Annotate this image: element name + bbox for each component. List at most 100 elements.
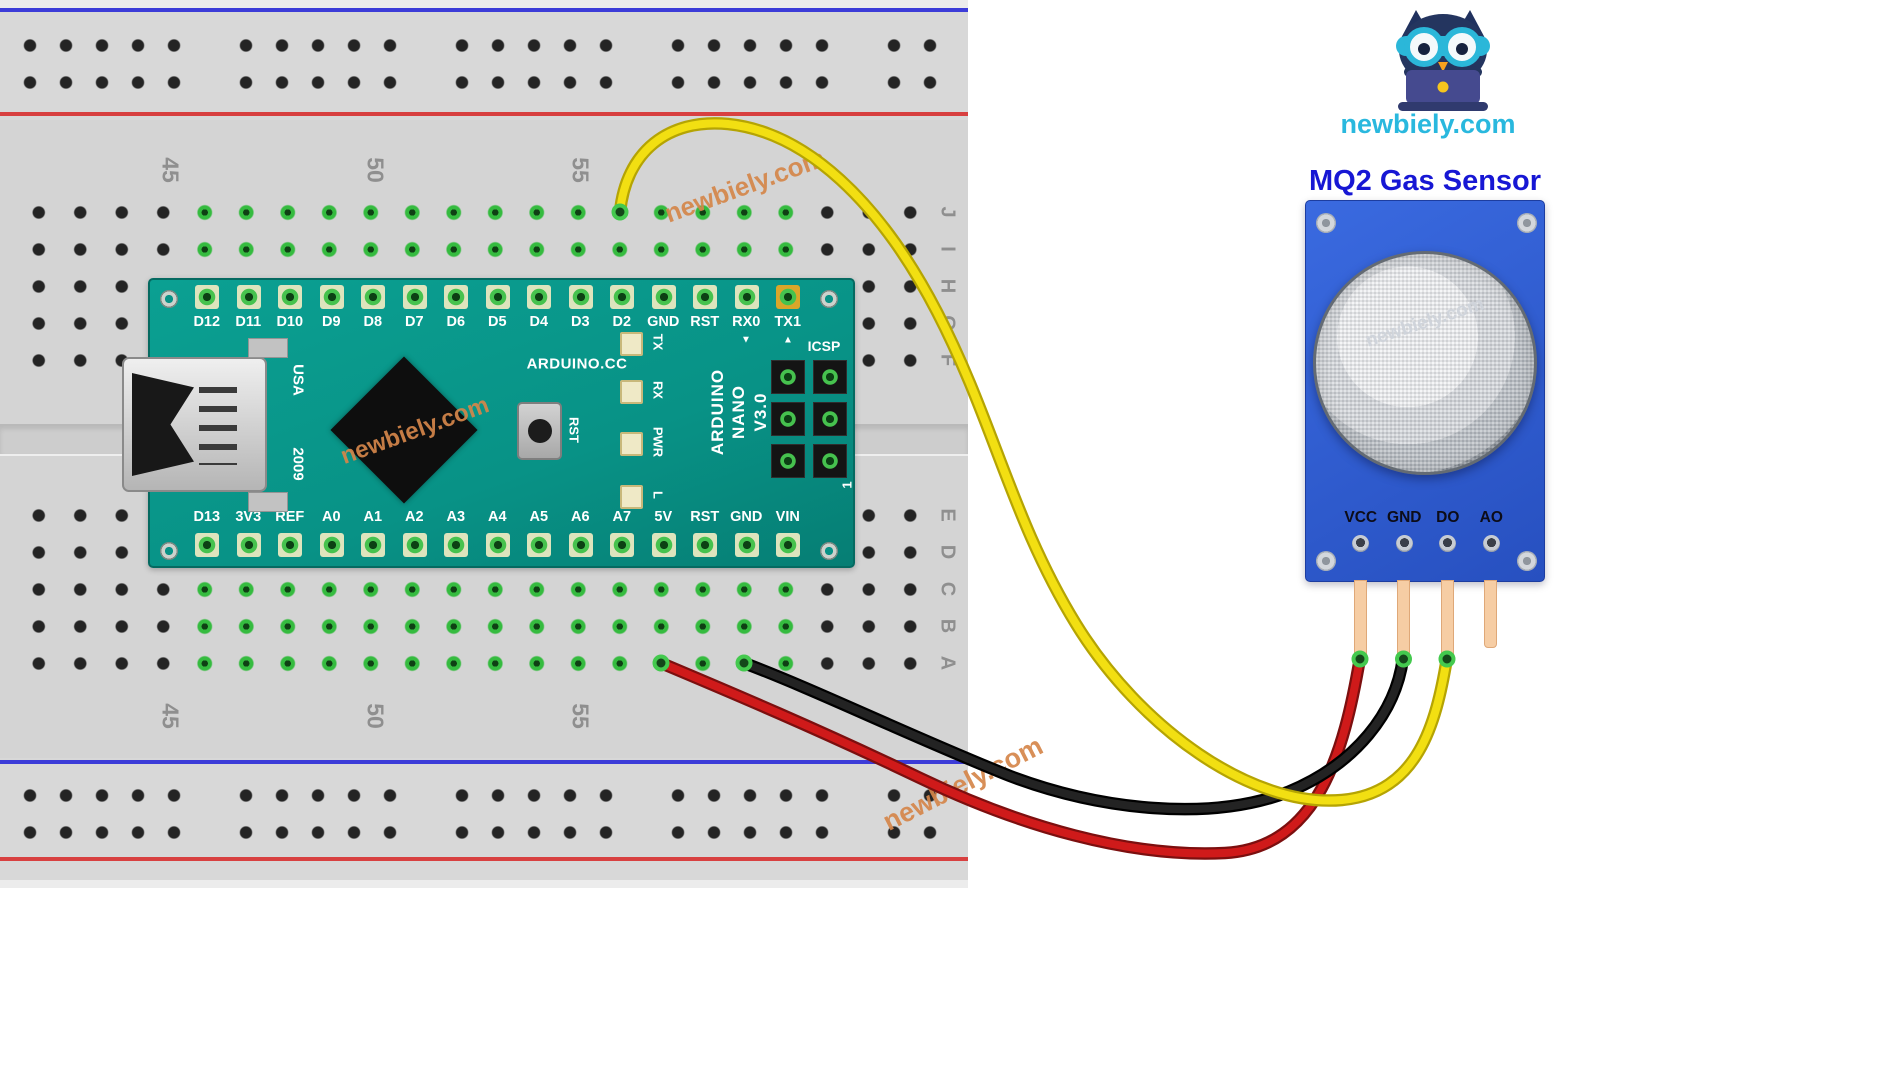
icsp-header <box>771 360 847 478</box>
icsp-pin <box>771 444 805 478</box>
sensor-pin-label: DO <box>1436 509 1460 526</box>
arduino-pin-label: D11 <box>235 314 262 330</box>
newbiely-logo-text: newbiely.com <box>1340 109 1516 139</box>
pin-pad <box>776 533 800 557</box>
pin-pad <box>693 285 717 309</box>
sensor-leg-ao <box>1484 580 1497 648</box>
pin-pad <box>195 285 219 309</box>
pin-pad <box>485 533 510 557</box>
row-letter-label: H <box>936 278 959 294</box>
arduino-cc-label: ARDUINO.CC <box>526 355 628 373</box>
mount-hole <box>160 290 178 308</box>
column-number-label: 50 <box>362 157 389 183</box>
sensor-pin-label: VCC <box>1344 509 1378 526</box>
arduino-pin-label: D12 <box>193 314 221 330</box>
arduino-pin-label: D2 <box>612 314 632 330</box>
arduino-pin-label: GND <box>730 509 763 525</box>
row-letter-label: F <box>936 353 959 367</box>
sensor-title: MQ2 Gas Sensor <box>1308 165 1542 197</box>
reset-button <box>517 402 562 460</box>
model-line: V3.0 <box>750 392 770 432</box>
arduino-pin-label: VIN <box>775 509 800 525</box>
sensor-mount-hole <box>1316 213 1336 233</box>
row-letter-label: D <box>936 544 959 560</box>
column-number-label: 45 <box>157 157 184 183</box>
pin-pad <box>402 285 427 309</box>
arduino-pin-label: TX1 <box>774 314 802 330</box>
sensor-pin-label: AO <box>1479 509 1503 526</box>
pin-pad <box>568 533 593 557</box>
arduino-pin-label: 5V <box>654 509 673 525</box>
column-number-label: 55 <box>567 703 594 729</box>
arduino-pin-label: A2 <box>404 509 424 525</box>
icsp-pin <box>813 444 847 478</box>
arduino-pin-label: REF <box>275 509 305 525</box>
arduino-pin-label: D5 <box>487 314 507 330</box>
arduino-pin-label: D7 <box>404 314 424 330</box>
sensor-pin-label: GND <box>1387 509 1422 526</box>
usb-shield-tab <box>248 492 288 512</box>
sensor-pin-hole <box>1383 535 1427 552</box>
bottom-power-rail-holes <box>12 776 956 851</box>
l-led <box>620 485 643 509</box>
tx-direction-marker: ▲ <box>783 334 793 346</box>
top-power-rail-holes <box>12 26 956 101</box>
arduino-pin-label: D6 <box>446 314 466 330</box>
pin-pad <box>485 285 510 309</box>
sensor-mount-hole <box>1316 551 1336 571</box>
sensor-leg-do <box>1440 580 1454 660</box>
pin-pad <box>444 533 468 557</box>
row-letter-label: G <box>936 315 959 331</box>
pin-pad <box>195 533 219 557</box>
pin-pad <box>361 533 385 557</box>
arduino-model-label: ARDUINO NANO V3.0 <box>707 369 771 455</box>
pin-pad <box>319 285 344 309</box>
arduino-pin-label: D10 <box>276 314 304 330</box>
mq2-gas-sensor-board: newbiely.com VCC GND DO AO <box>1305 200 1545 582</box>
model-line: ARDUINO <box>708 368 728 456</box>
row-letter-label: J <box>936 206 959 218</box>
mini-usb-connector <box>122 357 267 492</box>
arduino-pin-label: A0 <box>321 509 341 525</box>
top-rail-red-line <box>0 112 968 116</box>
arduino-bottom-pads <box>195 533 800 557</box>
icsp-pin <box>813 360 847 394</box>
pin-pad <box>734 533 759 557</box>
pin-pad <box>444 285 468 309</box>
row-letter-label: B <box>936 618 959 634</box>
bottom-rail-red-line <box>0 857 968 861</box>
year-label: 2009 <box>289 447 307 481</box>
icsp-pin <box>771 402 805 436</box>
sensor-pin-hole <box>1470 535 1514 552</box>
arduino-pin-label: A5 <box>529 509 549 525</box>
pin-pad <box>651 285 676 309</box>
arduino-pin-label: D4 <box>529 314 549 330</box>
usa-label: USA <box>289 364 307 396</box>
arduino-pin-label: D13 <box>193 509 221 525</box>
top-rail-blue-line <box>0 8 968 12</box>
arduino-pin-label: D8 <box>363 314 383 330</box>
column-number-label: 45 <box>157 703 184 729</box>
pin-pad <box>319 533 344 557</box>
arduino-pin-label: A1 <box>363 509 383 525</box>
arduino-top-pads <box>195 285 800 309</box>
rx-led-label: RX <box>650 380 666 400</box>
owl-mascot-icon <box>1396 10 1490 111</box>
mount-hole <box>160 542 178 560</box>
pin-pad <box>693 533 717 557</box>
usb-contact-pins <box>199 387 237 465</box>
pin-pad <box>527 285 551 309</box>
arduino-pin-label: A6 <box>570 509 590 525</box>
sensor-pin-hole <box>1426 535 1470 552</box>
tx-led <box>620 332 643 356</box>
sensor-mount-hole <box>1517 551 1537 571</box>
arduino-pin-label: RST <box>690 314 720 330</box>
pin-pad <box>734 285 759 309</box>
pin-pad <box>610 285 634 309</box>
mount-hole <box>820 542 838 560</box>
usb-shield-tab <box>248 338 288 358</box>
icsp-pin1-label: 1 <box>839 481 855 489</box>
pwr-led <box>620 432 643 456</box>
